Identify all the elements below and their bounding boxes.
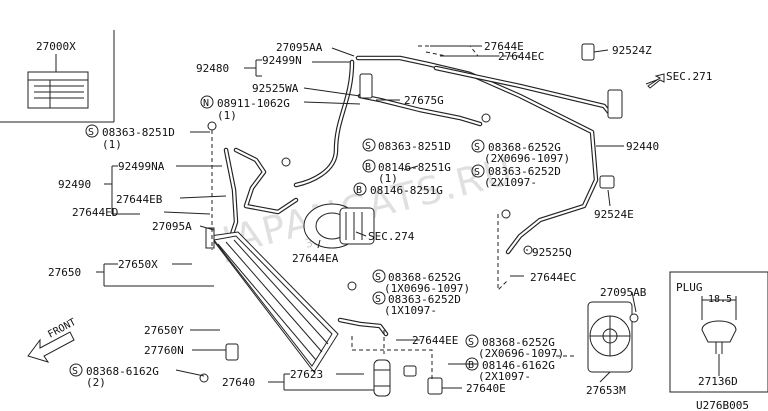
label-08368-6252G-mid[interactable]: 08368-6252G: [388, 271, 461, 284]
label-92524Z[interactable]: 92524Z: [612, 44, 652, 57]
plug-dimension: 18.5: [708, 294, 732, 305]
label-27650Y[interactable]: 27650Y: [144, 324, 184, 337]
front-arrow: FRONT: [27, 317, 78, 363]
label-27644EA[interactable]: 27644EA: [292, 252, 339, 265]
sensor-icon: [599, 175, 615, 189]
bolt-icon: [207, 121, 217, 131]
label-27644EB[interactable]: 27644EB: [116, 193, 163, 206]
part-labels: 27095AA 92480 92499N 92525WA N 08911-106…: [48, 40, 712, 397]
label-92499N[interactable]: 92499N: [262, 54, 302, 67]
s-prefix: S: [375, 294, 381, 305]
b-prefix: B: [365, 162, 371, 173]
label-92525Q[interactable]: 92525Q: [532, 246, 572, 259]
label-92490[interactable]: 92490: [58, 178, 91, 191]
bracket-icon: [427, 377, 443, 395]
note-08368-6252G-top: (2X0696-1097): [484, 152, 570, 165]
label-27644ED[interactable]: 27644ED: [72, 206, 118, 219]
valve-icon: [359, 73, 373, 99]
s-prefix: S: [365, 141, 371, 152]
note-08146-6162G: (2X1097-: [478, 370, 531, 383]
note-08368-6252G-mid: (1X0696-1097): [384, 282, 470, 295]
label-27623[interactable]: 27623: [290, 368, 323, 381]
bolt-icon: [347, 281, 357, 291]
label-27760N[interactable]: 27760N: [144, 344, 184, 357]
label-08363-6252D-top[interactable]: 08363-6252D: [488, 165, 561, 178]
label-08363-6252D-mid[interactable]: 08363-6252D: [388, 293, 461, 306]
receiver-drier[interactable]: [373, 359, 391, 397]
bolt-icon: [501, 209, 511, 219]
qty-08368-6162G: (2): [86, 376, 106, 389]
label-27644EC-top[interactable]: 27644EC: [498, 50, 544, 63]
label-08146-8251G-a[interactable]: 08146-8251G: [378, 161, 451, 174]
cooling-fan-motor[interactable]: [587, 301, 633, 373]
label-27095A[interactable]: 27095A: [152, 220, 192, 233]
diagram-code: U276B005: [696, 399, 749, 411]
s-prefix: S: [468, 337, 474, 348]
n-prefix: N: [203, 98, 209, 109]
label-08368-6252G-top[interactable]: 08368-6252G: [488, 141, 561, 154]
qty-08911: (1): [217, 109, 237, 122]
label-inset: 27000X: [0, 30, 115, 123]
label-27644EC-mid[interactable]: 27644EC: [530, 271, 576, 284]
qty-08363-8251D-top: (1): [102, 138, 122, 151]
label-08368-6252G-bot[interactable]: 08368-6252G: [482, 336, 555, 349]
label-27644EE[interactable]: 27644EE: [412, 334, 458, 347]
s-prefix: S: [375, 272, 381, 283]
plug-inset: PLUG 18.5 27136D: [669, 271, 768, 393]
label-08368-6162G[interactable]: 08368-6162G: [86, 365, 159, 378]
note-08368-6252G-bot: (2X0696-1097): [478, 347, 564, 360]
label-27675G[interactable]: 27675G: [404, 94, 444, 107]
label-92480[interactable]: 92480: [196, 62, 229, 75]
label-27000X[interactable]: 27000X: [36, 40, 76, 53]
clip-icon: [581, 43, 595, 61]
label-sec271[interactable]: SEC.271: [666, 70, 712, 83]
label-27640[interactable]: 27640: [222, 376, 255, 389]
label-08911-1062G[interactable]: 08911-1062G: [217, 97, 290, 110]
qty-08146-8251G-a: (1): [378, 172, 398, 185]
label-27136D[interactable]: 27136D: [698, 375, 738, 388]
label-08146-6162G[interactable]: 08146-6162G: [482, 359, 555, 372]
label-27650[interactable]: 27650: [48, 266, 81, 279]
note-08363-6252D-mid: (1X1097-: [384, 304, 437, 317]
connector-icon: [607, 89, 623, 119]
bolt-icon: [281, 157, 291, 167]
label-27644E[interactable]: 27644E: [484, 40, 524, 53]
plug-title: PLUG: [676, 281, 703, 294]
label-92440[interactable]: 92440: [626, 140, 659, 153]
s-prefix: S: [474, 142, 480, 153]
plug-icon: [701, 320, 737, 343]
label-08363-8251D-top[interactable]: 08363-8251D: [102, 126, 175, 139]
label-27650X[interactable]: 27650X: [118, 258, 158, 271]
b-prefix: B: [468, 360, 474, 371]
label-27095AA[interactable]: 27095AA: [276, 41, 323, 54]
pipe-assembly: [223, 55, 615, 337]
front-arrow-icon: [27, 331, 75, 363]
condenser[interactable]: [205, 227, 339, 373]
bracket-icon: [225, 343, 239, 361]
label-92499NA[interactable]: 92499NA: [118, 160, 165, 173]
bracket-icon: [403, 365, 417, 377]
compressor[interactable]: [303, 203, 375, 249]
b-prefix: B: [356, 185, 362, 196]
label-27653M[interactable]: 27653M: [586, 384, 626, 397]
label-sec274[interactable]: SEC.274: [368, 230, 415, 243]
s-prefix: S: [474, 167, 480, 178]
s-prefix: S: [88, 127, 94, 138]
bolt-icon: [481, 113, 491, 123]
label-08363-8251D-mid[interactable]: 08363-8251D: [378, 140, 451, 153]
leader-lines: [96, 45, 663, 391]
label-92525WA[interactable]: 92525WA: [252, 82, 299, 95]
bolt-icon: [629, 313, 639, 323]
label-92524E[interactable]: 92524E: [594, 208, 634, 221]
label-27095AB[interactable]: 27095AB: [600, 286, 647, 299]
s-prefix: S: [72, 366, 78, 377]
note-08363-6252D-top: (2X1097-: [484, 176, 537, 189]
arrow-icon: [647, 73, 665, 89]
caution-label-icon: [27, 71, 89, 109]
label-27640E[interactable]: 27640E: [466, 382, 506, 395]
label-08146-8251G-b[interactable]: 08146-8251G: [370, 184, 443, 197]
